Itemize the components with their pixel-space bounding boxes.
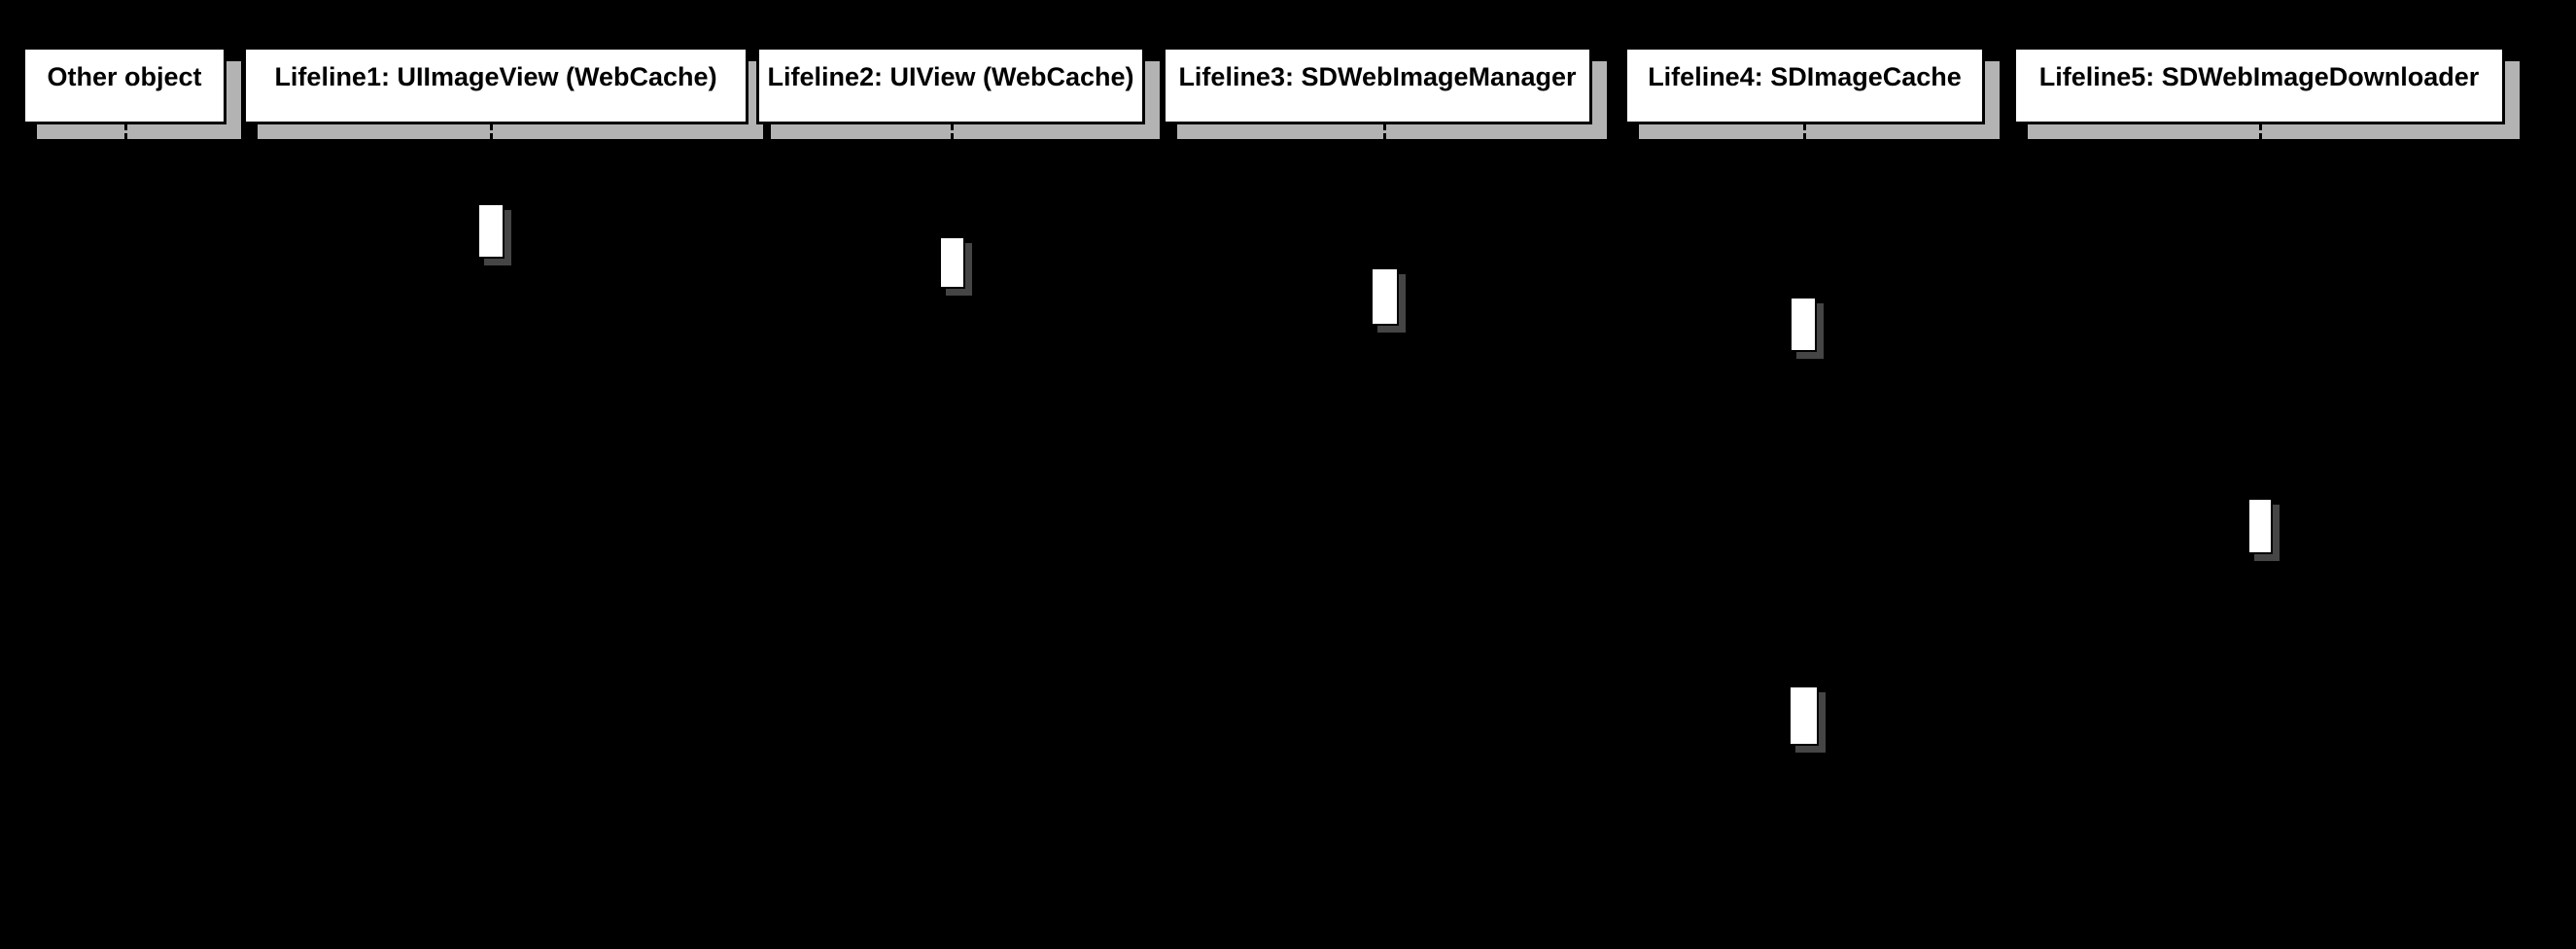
activation-bar[interactable] bbox=[1371, 267, 1399, 326]
lifeline-header-box[interactable]: Lifeline1: UIImageView (WebCache) bbox=[243, 47, 748, 124]
lifeline-dashed-line bbox=[951, 124, 954, 924]
activation-bar[interactable] bbox=[1789, 685, 1819, 746]
lifeline-dashed-line bbox=[490, 124, 493, 924]
lifeline-dashed-line bbox=[1803, 124, 1806, 924]
activation-bar[interactable] bbox=[2247, 498, 2273, 554]
lifeline-header-box[interactable]: Lifeline5: SDWebImageDownloader bbox=[2013, 47, 2505, 124]
lifeline-dashed-line bbox=[1383, 124, 1386, 924]
activation-bar[interactable] bbox=[1790, 297, 1817, 352]
lifeline-dashed-line bbox=[124, 124, 127, 924]
lifeline-header-label: Other object bbox=[47, 62, 202, 91]
activation-bar[interactable] bbox=[477, 203, 505, 259]
activation-bar[interactable] bbox=[939, 236, 965, 289]
lifeline-header-box[interactable]: Other object bbox=[22, 47, 226, 124]
lifeline-header-label: Lifeline1: UIImageView (WebCache) bbox=[274, 62, 717, 91]
lifeline-header-label: Lifeline3: SDWebImageManager bbox=[1178, 62, 1577, 91]
lifeline-header-box[interactable]: Lifeline3: SDWebImageManager bbox=[1163, 47, 1592, 124]
lifeline-header-box[interactable]: Lifeline4: SDImageCache bbox=[1624, 47, 1985, 124]
lifeline-header-box[interactable]: Lifeline2: UIView (WebCache) bbox=[756, 47, 1145, 124]
lifeline-header-label: Lifeline5: SDWebImageDownloader bbox=[2038, 62, 2480, 91]
lifeline-header-label: Lifeline2: UIView (WebCache) bbox=[767, 62, 1134, 91]
lifeline-header-label: Lifeline4: SDImageCache bbox=[1648, 62, 1962, 91]
